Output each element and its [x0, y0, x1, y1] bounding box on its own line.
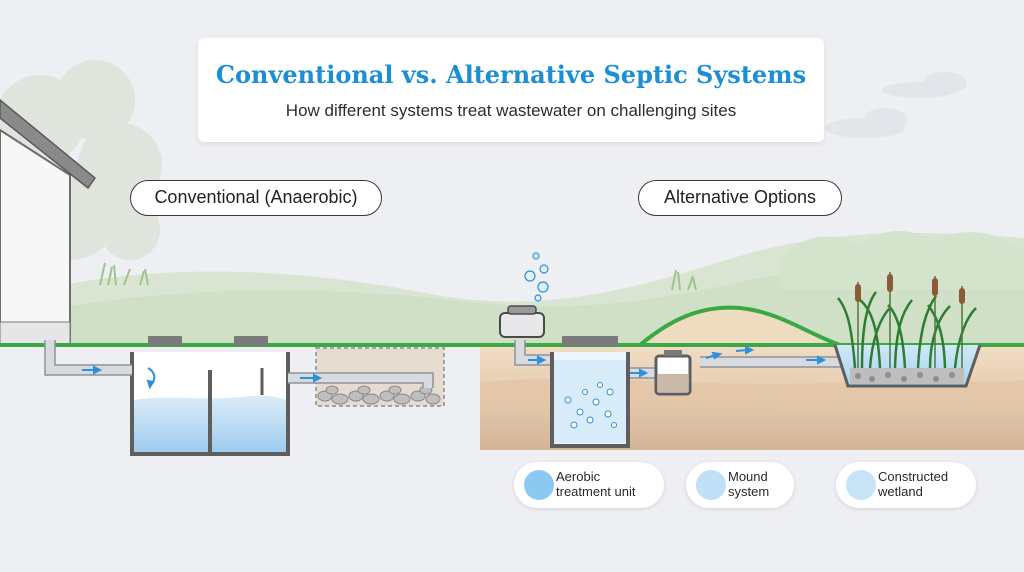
legend-label: Mound system — [728, 469, 770, 499]
septic-tank — [130, 336, 290, 456]
legend-item-wetland: Constructed wetland — [836, 462, 976, 508]
page-title: Conventional vs. Alternative Septic Syst… — [215, 60, 807, 89]
grass-tufts — [99, 262, 697, 291]
conventional-label: Conventional (Anaerobic) — [130, 180, 382, 216]
background-clouds — [825, 72, 967, 138]
legend-label: Constructed wetland — [878, 469, 949, 499]
legend-label: Aerobic treatment unit — [556, 469, 636, 499]
page-subtitle: How different systems treat wastewater o… — [285, 101, 737, 120]
legend-swatch — [696, 470, 726, 500]
distribution-box — [654, 350, 692, 396]
aerobic-treatment-unit — [499, 252, 630, 448]
constructed-wetland — [833, 272, 982, 388]
legend-swatch — [846, 470, 876, 500]
legend-item-aerobic: Aerobic treatment unit — [514, 462, 664, 508]
title-card: Conventional vs. Alternative Septic Syst… — [198, 38, 824, 142]
mound — [634, 305, 841, 347]
alternative-label: Alternative Options — [638, 180, 842, 216]
legend-item-mound: Mound system — [686, 462, 794, 508]
house — [0, 99, 97, 346]
legend-swatch — [524, 470, 554, 500]
